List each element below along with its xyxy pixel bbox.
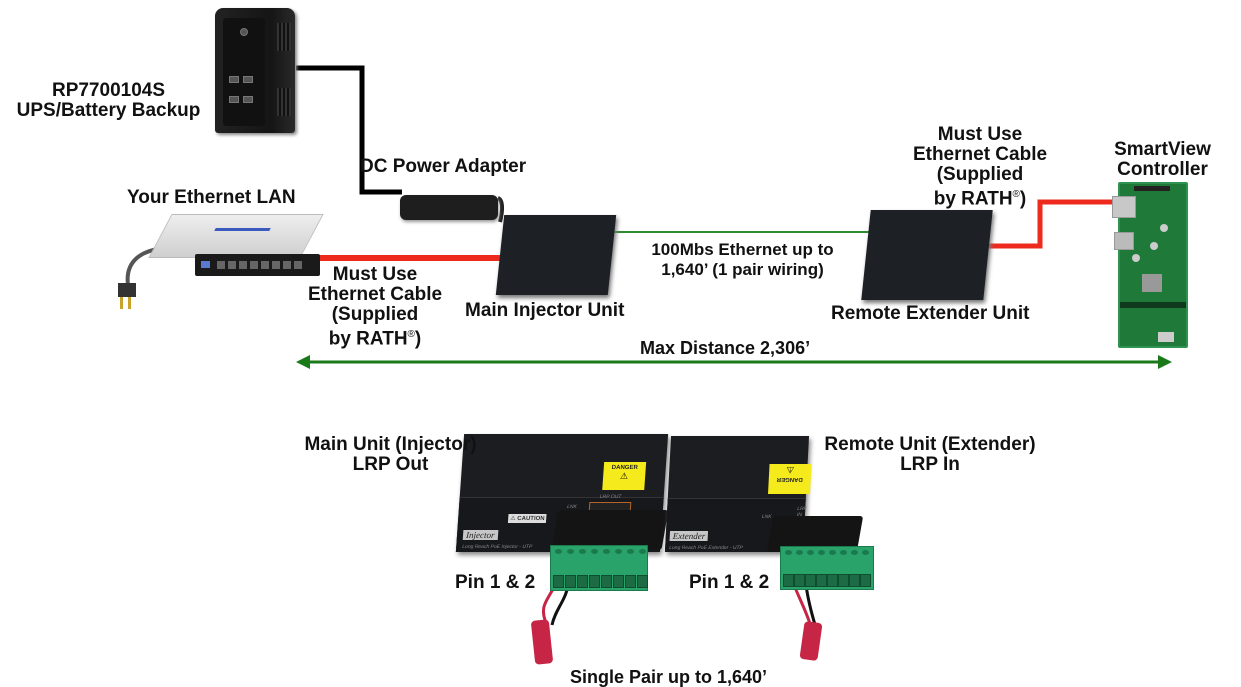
warning-triangle-icon: ⚠ — [619, 471, 629, 481]
extender-subtitle: Long Reach PoE Extender - UTP — [669, 545, 743, 551]
vent-grille — [277, 23, 291, 51]
single-pair-label: Single Pair up to 1,640’ — [570, 667, 768, 687]
capacitor — [1160, 224, 1168, 232]
lan-label: Your Ethernet LAN — [127, 187, 296, 208]
arrow-head-right-icon — [1158, 355, 1172, 369]
injector-subtitle: Long Reach PoE Injector - UTP — [462, 544, 533, 550]
danger-sticker: DANGER ⚠ — [602, 462, 647, 490]
cable-right-label: Must Use Ethernet Cable (Supplied by RAT… — [912, 124, 1048, 210]
plug-icon — [118, 283, 136, 297]
processor-chip — [1142, 274, 1162, 292]
pigtail-black-left — [550, 584, 570, 626]
connector-cap — [551, 510, 669, 550]
caution-label: ⚠ CAUTION — [507, 514, 547, 523]
lnk-led-label: LNK — [761, 514, 772, 520]
switch-logo — [214, 228, 271, 231]
power-button-icon — [240, 28, 248, 36]
warning-triangle-icon: ⚠ — [785, 465, 795, 475]
terminal-block-left — [550, 545, 648, 591]
injector-tag: Injector — [462, 530, 498, 540]
danger-sticker: ⚠ DANGER — [768, 464, 812, 494]
dc-lead — [496, 196, 505, 223]
outlet-icon — [229, 96, 239, 103]
capacitor — [1132, 254, 1140, 262]
remote-extender-unit — [861, 210, 993, 300]
outlet-icon — [243, 96, 253, 103]
injector-label: Main Injector Unit — [465, 300, 625, 321]
main-injector-unit — [495, 215, 617, 295]
board-header — [1134, 186, 1170, 191]
pin-label-left: Pin 1 & 2 — [455, 572, 536, 593]
ups-front-panel — [223, 18, 265, 126]
dc-adapter-label: DC Power Adapter — [360, 156, 527, 177]
plug-prong — [128, 297, 131, 309]
capacitor — [1150, 242, 1158, 250]
remote-unit-label: Remote Unit (Extender) LRP In — [824, 434, 1036, 475]
outlet-icon — [243, 76, 253, 83]
switch-front-panel — [195, 254, 320, 276]
ups-battery-backup — [215, 8, 295, 133]
plug-prong — [120, 297, 123, 309]
micro-usb-port — [1158, 332, 1174, 342]
lrp-out-port-label: LRP OUT — [599, 494, 622, 500]
vent-grille — [277, 88, 291, 116]
pin-label-right: Pin 1 & 2 — [689, 572, 770, 593]
danger-sticker-text: DANGER — [776, 476, 803, 482]
link-label: 100Mbs Ethernet up to 1,640’ (1 pair wir… — [651, 240, 834, 279]
ethernet-cable-right — [988, 199, 1114, 249]
switch-top — [148, 214, 324, 258]
power-cable — [296, 65, 402, 195]
ups-label: RP7700104S UPS/Battery Backup — [16, 80, 201, 121]
ethernet-port-icon — [1112, 196, 1136, 218]
usb-port-icon — [1114, 232, 1134, 250]
switch-badge — [201, 261, 210, 268]
arrow-head-left-icon — [296, 355, 310, 369]
main-unit-label: Main Unit (Injector) LRP Out — [304, 434, 477, 475]
smartview-controller-board — [1112, 182, 1188, 348]
terminal-block-right — [780, 546, 874, 590]
ethernet-switch — [140, 214, 324, 284]
dc-power-adapter — [400, 195, 498, 220]
board-connector — [1120, 302, 1186, 308]
extender-tag: Extender — [669, 531, 709, 541]
extender-label: Remote Extender Unit — [831, 303, 1030, 324]
controller-label: SmartView Controller — [1114, 139, 1211, 180]
cable-left-label: Must Use Ethernet Cable (Supplied by RAT… — [307, 264, 443, 350]
max-distance-label: Max Distance 2,306’ — [640, 338, 811, 358]
outlet-icon — [229, 76, 239, 83]
